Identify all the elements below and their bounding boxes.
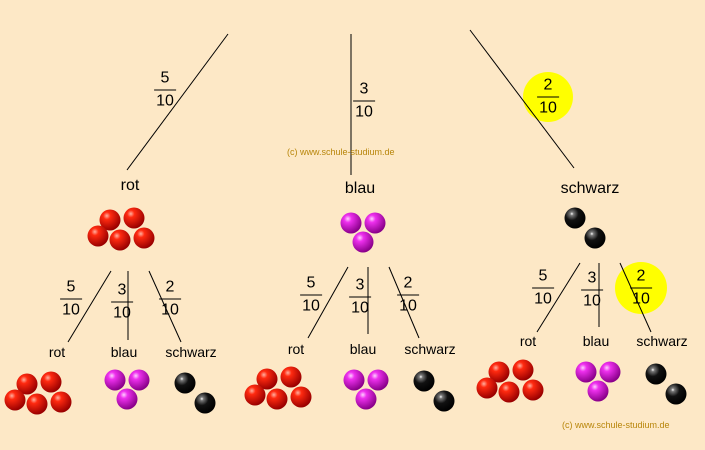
- leaf-label-blau-blau: blau: [350, 342, 376, 356]
- fraction-denominator: 10: [60, 303, 82, 319]
- fraction-schwarz-blau: 3 10: [581, 271, 603, 310]
- fraction-bar: [159, 299, 181, 300]
- fraction-bar: [60, 299, 82, 300]
- fraction-bar: [349, 297, 371, 298]
- leaf-label-blau-rot: rot: [288, 342, 304, 356]
- leaf-label-schwarz-rot: rot: [520, 334, 536, 348]
- fraction-denominator: 10: [111, 306, 133, 322]
- fraction-numerator: 5: [305, 276, 318, 292]
- fraction-denominator: 10: [397, 299, 419, 315]
- fraction-numerator: 2: [542, 78, 555, 94]
- copyright-notice: (c) www.schule-studium.de: [287, 147, 395, 157]
- leaf-label-rot-rot: rot: [49, 345, 65, 359]
- fraction-top-blau: 3 10: [353, 82, 375, 121]
- node-label-rot: rot: [121, 178, 140, 194]
- fraction-top-rot: 5 10: [154, 71, 176, 110]
- fraction-bar: [397, 295, 419, 296]
- fraction-bar: [154, 90, 176, 91]
- fraction-numerator: 2: [402, 276, 415, 292]
- fraction-denominator: 10: [581, 294, 603, 310]
- fraction-numerator: 3: [586, 271, 599, 287]
- fraction-numerator: 2: [635, 269, 648, 285]
- fraction-numerator: 5: [65, 280, 78, 296]
- fraction-schwarz-rot: 5 10: [532, 269, 554, 308]
- fraction-bar: [300, 295, 322, 296]
- fraction-denominator: 10: [630, 292, 652, 308]
- fraction-numerator: 3: [116, 283, 129, 299]
- leaf-label-rot-blau: blau: [111, 345, 137, 359]
- fraction-bar: [537, 97, 559, 98]
- fraction-denominator: 10: [159, 303, 181, 319]
- fraction-bar: [111, 302, 133, 303]
- fraction-rot-blau: 3 10: [111, 283, 133, 322]
- fraction-denominator: 10: [349, 301, 371, 317]
- fraction-denominator: 10: [537, 101, 559, 117]
- fraction-bar: [581, 290, 603, 291]
- node-label-blau: blau: [345, 181, 375, 197]
- fraction-denominator: 10: [353, 105, 375, 121]
- fraction-schwarz-schwarz: 2 10: [630, 269, 652, 308]
- leaf-label-blau-schwarz: schwarz: [404, 342, 455, 356]
- fraction-rot-rot: 5 10: [60, 280, 82, 319]
- copyright-notice: (c) www.schule-studium.de: [562, 420, 670, 430]
- fraction-blau-rot: 5 10: [300, 276, 322, 315]
- node-label-schwarz: schwarz: [561, 181, 620, 197]
- fraction-denominator: 10: [300, 299, 322, 315]
- fraction-denominator: 10: [532, 292, 554, 308]
- fraction-bar: [532, 288, 554, 289]
- fraction-denominator: 10: [154, 94, 176, 110]
- leaf-label-schwarz-schwarz: schwarz: [636, 334, 687, 348]
- fraction-bar: [630, 288, 652, 289]
- fraction-numerator: 3: [354, 278, 367, 294]
- leaf-label-rot-schwarz: schwarz: [165, 345, 216, 359]
- fraction-top-schwarz: 2 10: [537, 78, 559, 117]
- fraction-rot-schwarz: 2 10: [159, 280, 181, 319]
- fraction-blau-schwarz: 2 10: [397, 276, 419, 315]
- fraction-numerator: 5: [159, 71, 172, 87]
- fraction-numerator: 3: [358, 82, 371, 98]
- leaf-label-schwarz-blau: blau: [583, 334, 609, 348]
- fraction-numerator: 2: [164, 280, 177, 296]
- fraction-numerator: 5: [537, 269, 550, 285]
- fraction-bar: [353, 101, 375, 102]
- fraction-blau-blau: 3 10: [349, 278, 371, 317]
